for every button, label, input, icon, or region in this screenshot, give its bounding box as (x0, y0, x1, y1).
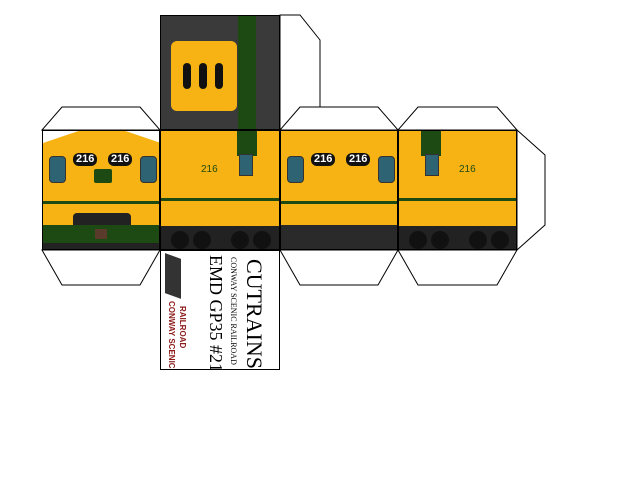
railroad-name: CONWAY SCENIC RAILROAD (229, 257, 238, 365)
roof-panel (160, 15, 280, 130)
cab-window-right (140, 156, 157, 183)
front-face: 216 216 (42, 130, 160, 250)
brand-title: CUTRAINS (242, 259, 267, 370)
roof-stripe (238, 16, 256, 129)
rear-number-left: 216 (311, 153, 336, 166)
number-board-left: 216 (73, 153, 98, 166)
model-name: EMD GP35 #216 (206, 255, 226, 370)
logo-emblem (94, 169, 112, 183)
number-board-right: 216 (108, 153, 133, 166)
side-face-left: 216 (160, 130, 280, 250)
side-number: 216 (201, 164, 218, 175)
side-face-right: 216 (398, 130, 517, 250)
rear-number-right: 216 (346, 153, 371, 166)
cab-window-left (49, 156, 66, 183)
trucks (161, 226, 279, 249)
roof-hatch (171, 41, 237, 111)
rear-face: 216 216 (280, 130, 398, 250)
conway-logo: CONWAY SCENIC RAILROAD (165, 253, 197, 369)
pilot (43, 225, 159, 243)
side-number-2: 216 (459, 164, 476, 175)
label-panel: CONWAY SCENIC RAILROAD CUTRAINS CONWAY S… (160, 250, 280, 370)
